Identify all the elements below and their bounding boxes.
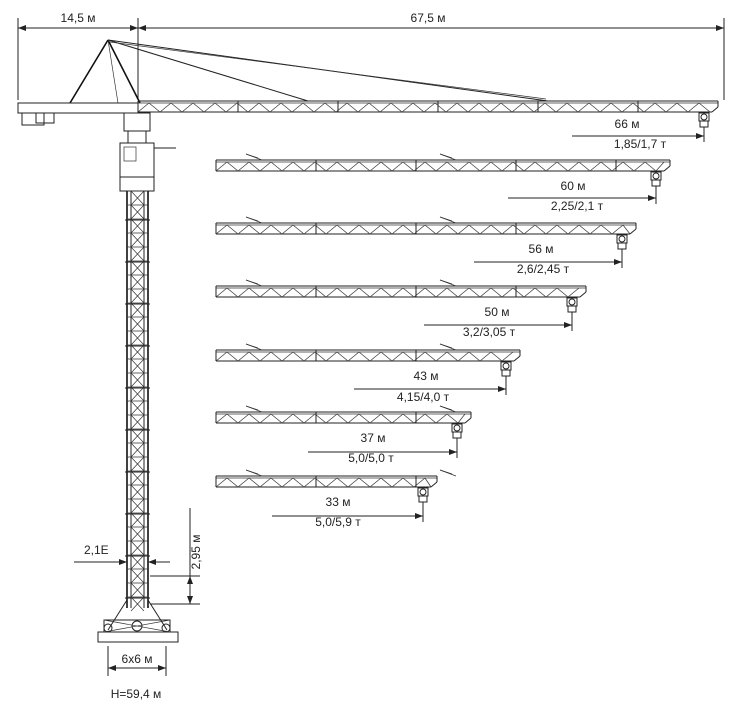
jib-configurations [137, 100, 719, 522]
jib-60m [215, 153, 671, 187]
reach-dimension-43m [354, 376, 507, 395]
load-label-43: 4,15/4,0 т [397, 390, 450, 404]
crane-height-label: H=59,4 м [111, 687, 162, 701]
reach-label-37: 37 м [361, 431, 386, 445]
reach-label-43: 43 м [414, 369, 439, 383]
reach-dimension-66 [572, 127, 705, 142]
section-height-dimension [150, 508, 200, 605]
mast-width-label: 2,1Е [84, 543, 109, 557]
mast-width-dimension [74, 559, 170, 565]
reach-label-33: 33 м [326, 495, 351, 509]
jib-33m [215, 469, 457, 503]
base-dimension [107, 646, 167, 676]
reach-label-56: 56 м [529, 242, 554, 256]
crane-base [97, 599, 179, 643]
load-label-33: 5,0/5,9 т [315, 515, 361, 529]
reach-label-60: 60 м [561, 179, 586, 193]
reach-dimension-60m [508, 186, 657, 204]
jib-66m [137, 100, 719, 128]
crane-mast [125, 190, 150, 612]
reach-label-66: 66 м [615, 117, 640, 131]
base-size-label: 6х6 м [122, 652, 153, 666]
load-label-66: 1,85/1,7 т [614, 137, 667, 151]
main-jib-length-label: 67,5 м [411, 11, 446, 25]
jib-50m [215, 279, 587, 313]
crane-top-assembly [17, 39, 549, 192]
counter-jib-length-label: 14,5 м [61, 11, 96, 25]
load-label-56: 2,6/2,45 т [517, 262, 570, 276]
load-label-37: 5,0/5,0 т [348, 451, 394, 465]
top-dimension-line [17, 18, 725, 100]
reach-dimension-50m [424, 312, 573, 331]
section-height-label: 2,95 м [189, 535, 203, 570]
load-label-60: 2,25/2,1 т [551, 199, 604, 213]
jib-43m [215, 343, 521, 377]
reach-dimension-56m [474, 249, 623, 268]
reach-label-50: 50 м [485, 305, 510, 319]
jib-37m [215, 405, 472, 439]
load-label-50: 3,2/3,05 т [463, 325, 516, 339]
reach-dimension-33m [272, 502, 424, 522]
jib-56m [215, 216, 637, 250]
reach-dimension-37m [308, 438, 458, 458]
